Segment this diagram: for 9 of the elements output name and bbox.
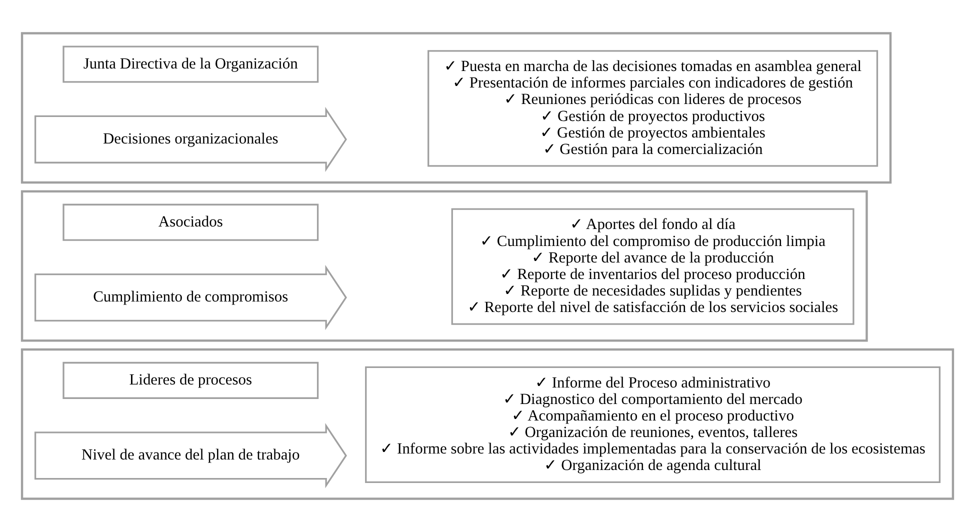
node-box: ✓ Informe del Proceso administrativo ✓ Diagnostico del comportamiento del mercado ✓ Acompañamiento en el proceso productivo ✓ Organización de reuniones, eventos, talleres ✓ Informe sobre las actividades implementadas para la conservación de los ecosistemas ✓ Organización de agenda cultural (365, 366, 941, 482)
node-box: Junta Directiva de la Organización (62, 45, 319, 82)
cluster (20, 348, 954, 500)
node-box: ✓ Puesta en marcha de las decisiones tomadas en asamblea general ✓ Presentación de informes parciales con indicadores de gestión ✓ Reuniones periódicas con lideres de procesos ✓ Gestión de proyectos productivos ✓ Gestión de proyectos ambientales ✓ Gestión para la comercialización (428, 50, 878, 166)
cluster (20, 32, 892, 184)
node-box: Asociados (62, 203, 319, 240)
node-box: ✓ Aportes del fondo al día ✓ Cumplimiento del compromiso de producción limpia ✓ Reporte del avance de la producción ✓ Reporte de inventarios del proceso producción ✓ Reporte de necesidades suplidas y pendientes ✓ Reporte del nivel de satisfacción de los servicios sociales (451, 208, 854, 324)
cluster (20, 190, 868, 342)
node-box: Lideres de procesos (62, 361, 319, 398)
